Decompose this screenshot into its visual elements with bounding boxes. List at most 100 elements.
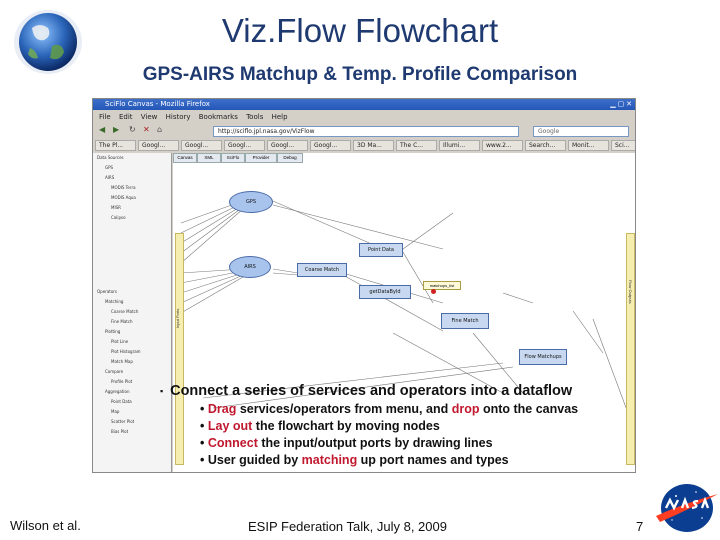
- bullet-marker-icon: ▪: [160, 386, 164, 397]
- footer-author: Wilson et al.: [10, 518, 81, 533]
- tree-item[interactable]: Plot Line: [111, 339, 129, 344]
- browser-tab[interactable]: Googl...: [267, 140, 308, 151]
- menu-help[interactable]: Help: [271, 113, 288, 121]
- tree-item[interactable]: Map: [111, 409, 120, 414]
- bullet-text: the flowchart by moving nodes: [252, 419, 440, 433]
- earth-globe-icon: [14, 10, 82, 74]
- browser-tab[interactable]: Sci...: [611, 140, 635, 151]
- tab-xml[interactable]: XML: [197, 153, 221, 163]
- navigation-toolbar: ◀ ▶ ↻ ✕ ⌂ http://sciflo.jpl.nasa.gov/Viz…: [93, 124, 635, 138]
- tree-item[interactable]: Fine Match: [111, 319, 133, 324]
- tree-item[interactable]: MODIS Aqua: [111, 195, 136, 200]
- bullet-sub-2: • Lay out the flowchart by moving nodes: [200, 419, 440, 433]
- browser-tab[interactable]: Illumi...: [439, 140, 480, 151]
- window-title: SciFlo Canvas - Mozilla Firefox: [93, 99, 635, 110]
- menu-tools[interactable]: Tools: [246, 113, 264, 121]
- connection-lines: [180, 200, 635, 414]
- tree-item[interactable]: Data Sources: [97, 155, 124, 160]
- home-icon[interactable]: ⌂: [157, 125, 163, 134]
- browser-tab[interactable]: Googl...: [310, 140, 351, 151]
- tree-item[interactable]: Scatter Plot: [111, 419, 135, 424]
- menu-bookmarks[interactable]: Bookmarks: [198, 113, 238, 121]
- gps-node[interactable]: GPS: [229, 191, 273, 213]
- bullet-text: onto the canvas: [479, 402, 579, 416]
- tree-item[interactable]: Compare: [105, 369, 124, 374]
- operator-tree-sidebar: Data Sources GPS AIRS MODIS Terra MODIS …: [93, 153, 172, 472]
- tree-item[interactable]: Plot Histogram: [111, 349, 141, 354]
- tree-item[interactable]: Bias Plot: [111, 429, 129, 434]
- input-ports-lane: [175, 233, 184, 465]
- bullet-main: ▪ Connect a series of services and opera…: [160, 382, 572, 399]
- tab-debug[interactable]: Debug: [277, 153, 303, 163]
- flowchart-canvas[interactable]: Canvas XML SciFlo Provider Debug Input P…: [173, 153, 635, 472]
- browser-screenshot: SciFlo Canvas - Mozilla Firefox ▁ ▢ ✕ Fi…: [92, 98, 636, 473]
- browser-tab[interactable]: Googl...: [181, 140, 222, 151]
- highlight-drag: Drag: [207, 402, 237, 416]
- bullet-sub-4: • User guided by matching up port names …: [200, 453, 509, 467]
- browser-tab[interactable]: Googl...: [224, 140, 265, 151]
- menu-view[interactable]: View: [140, 113, 158, 121]
- flow-outputs-lane: [626, 233, 635, 465]
- stop-icon[interactable]: ✕: [143, 125, 150, 134]
- tree-item[interactable]: Point Data: [111, 399, 132, 404]
- bullet-text: up port names and types: [357, 453, 509, 467]
- browser-tab[interactable]: www.2...: [482, 140, 523, 151]
- flow-matchups-node[interactable]: Flow Matchups: [519, 349, 567, 365]
- highlight-matching: matching: [301, 453, 358, 467]
- browser-tab[interactable]: The C...: [396, 140, 437, 151]
- canvas-tabs: Canvas XML SciFlo Provider Debug: [173, 153, 633, 163]
- slide-subtitle: GPS-AIRS Matchup & Temp. Profile Compari…: [142, 64, 578, 85]
- tree-item[interactable]: Aggregation: [105, 389, 130, 394]
- bullet-main-text: Connect a series of services and operato…: [170, 383, 573, 399]
- footer-event: ESIP Federation Talk, July 8, 2009: [248, 519, 447, 534]
- browser-tab[interactable]: Search...: [525, 140, 566, 151]
- port-drag-handle[interactable]: [431, 289, 436, 294]
- search-field[interactable]: Google: [533, 126, 629, 137]
- back-icon[interactable]: ◀: [99, 125, 106, 134]
- tree-item[interactable]: MISR: [111, 205, 121, 210]
- tree-item[interactable]: Calipso: [111, 215, 126, 220]
- reload-icon[interactable]: ↻: [129, 125, 136, 134]
- port-tooltip: matchups_list: [423, 281, 461, 290]
- tree-item[interactable]: Matching: [105, 299, 124, 304]
- tab-sciflo[interactable]: SciFlo: [221, 153, 245, 163]
- browser-tab[interactable]: 3D Ma...: [353, 140, 394, 151]
- flow-outputs-label: Flow Outputs: [628, 280, 633, 304]
- url-field[interactable]: http://sciflo.jpl.nasa.gov/VizFlow: [213, 126, 519, 137]
- point-data-node[interactable]: Point Data: [359, 243, 403, 257]
- browser-tab[interactable]: Googl...: [138, 140, 179, 151]
- tree-item[interactable]: AIRS: [105, 175, 115, 180]
- airs-node[interactable]: AIRS: [229, 256, 271, 278]
- get-data-node[interactable]: getDataById: [359, 285, 411, 299]
- forward-icon[interactable]: ▶: [113, 125, 120, 134]
- tree-item[interactable]: MODIS Terra: [111, 185, 136, 190]
- browser-tab[interactable]: Monit...: [568, 140, 609, 151]
- menu-history[interactable]: History: [165, 113, 191, 121]
- tree-item[interactable]: GPS: [105, 165, 114, 170]
- tab-canvas[interactable]: Canvas: [173, 153, 197, 163]
- tree-item[interactable]: Match Map: [111, 359, 133, 364]
- bullet-sub-1: • Drag services/operators from menu, and…: [200, 402, 579, 416]
- menu-file[interactable]: File: [99, 113, 111, 121]
- nasa-logo-icon: [656, 484, 718, 532]
- menu-bar: File Edit View History Bookmarks Tools H…: [93, 112, 635, 122]
- page-number: 7: [636, 519, 644, 534]
- tab-provider[interactable]: Provider: [245, 153, 277, 163]
- window-controls[interactable]: ▁ ▢ ✕: [610, 101, 632, 108]
- slide-title: Viz.Flow Flowchart: [221, 12, 499, 49]
- highlight-layout: Lay out: [207, 419, 253, 433]
- tree-item[interactable]: Operators: [97, 289, 117, 294]
- browser-tab[interactable]: The Pl...: [95, 140, 136, 151]
- highlight-connect: Connect: [207, 436, 258, 450]
- browser-tab-bar: The Pl...Googl...Googl...Googl...Googl..…: [93, 140, 635, 151]
- coarse-match-node[interactable]: Coarse Match: [297, 263, 347, 277]
- tree-item[interactable]: Coarse Match: [111, 309, 139, 314]
- input-ports-label: Input Ports: [175, 308, 180, 328]
- menu-edit[interactable]: Edit: [118, 113, 133, 121]
- fine-match-node[interactable]: Fine Match: [441, 313, 489, 329]
- bullet-text: services/operators from menu, and: [236, 402, 452, 416]
- tree-item[interactable]: Profile Plot: [111, 379, 133, 384]
- tree-item[interactable]: Plotting: [105, 329, 121, 334]
- bullet-text: the input/output ports by drawing lines: [257, 436, 493, 450]
- bullet-sub-3: • Connect the input/output ports by draw…: [200, 436, 493, 450]
